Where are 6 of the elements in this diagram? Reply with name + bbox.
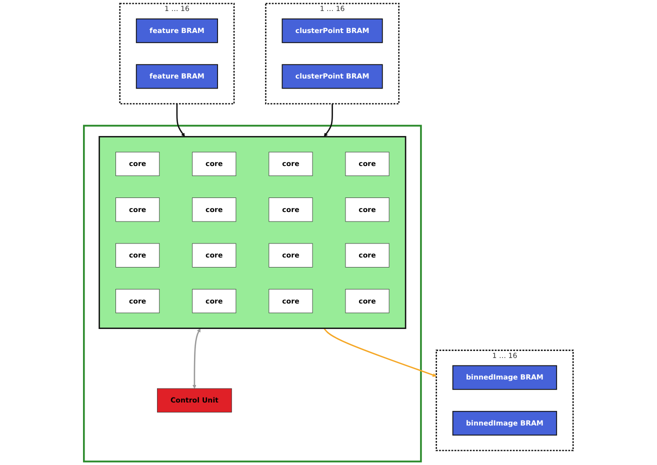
cluster	[83, 124, 422, 462]
arrow	[324, 328, 437, 377]
arrow	[324, 104, 333, 137]
arrow	[192, 328, 201, 389]
arrow	[176, 104, 185, 137]
cluster	[98, 136, 406, 329]
